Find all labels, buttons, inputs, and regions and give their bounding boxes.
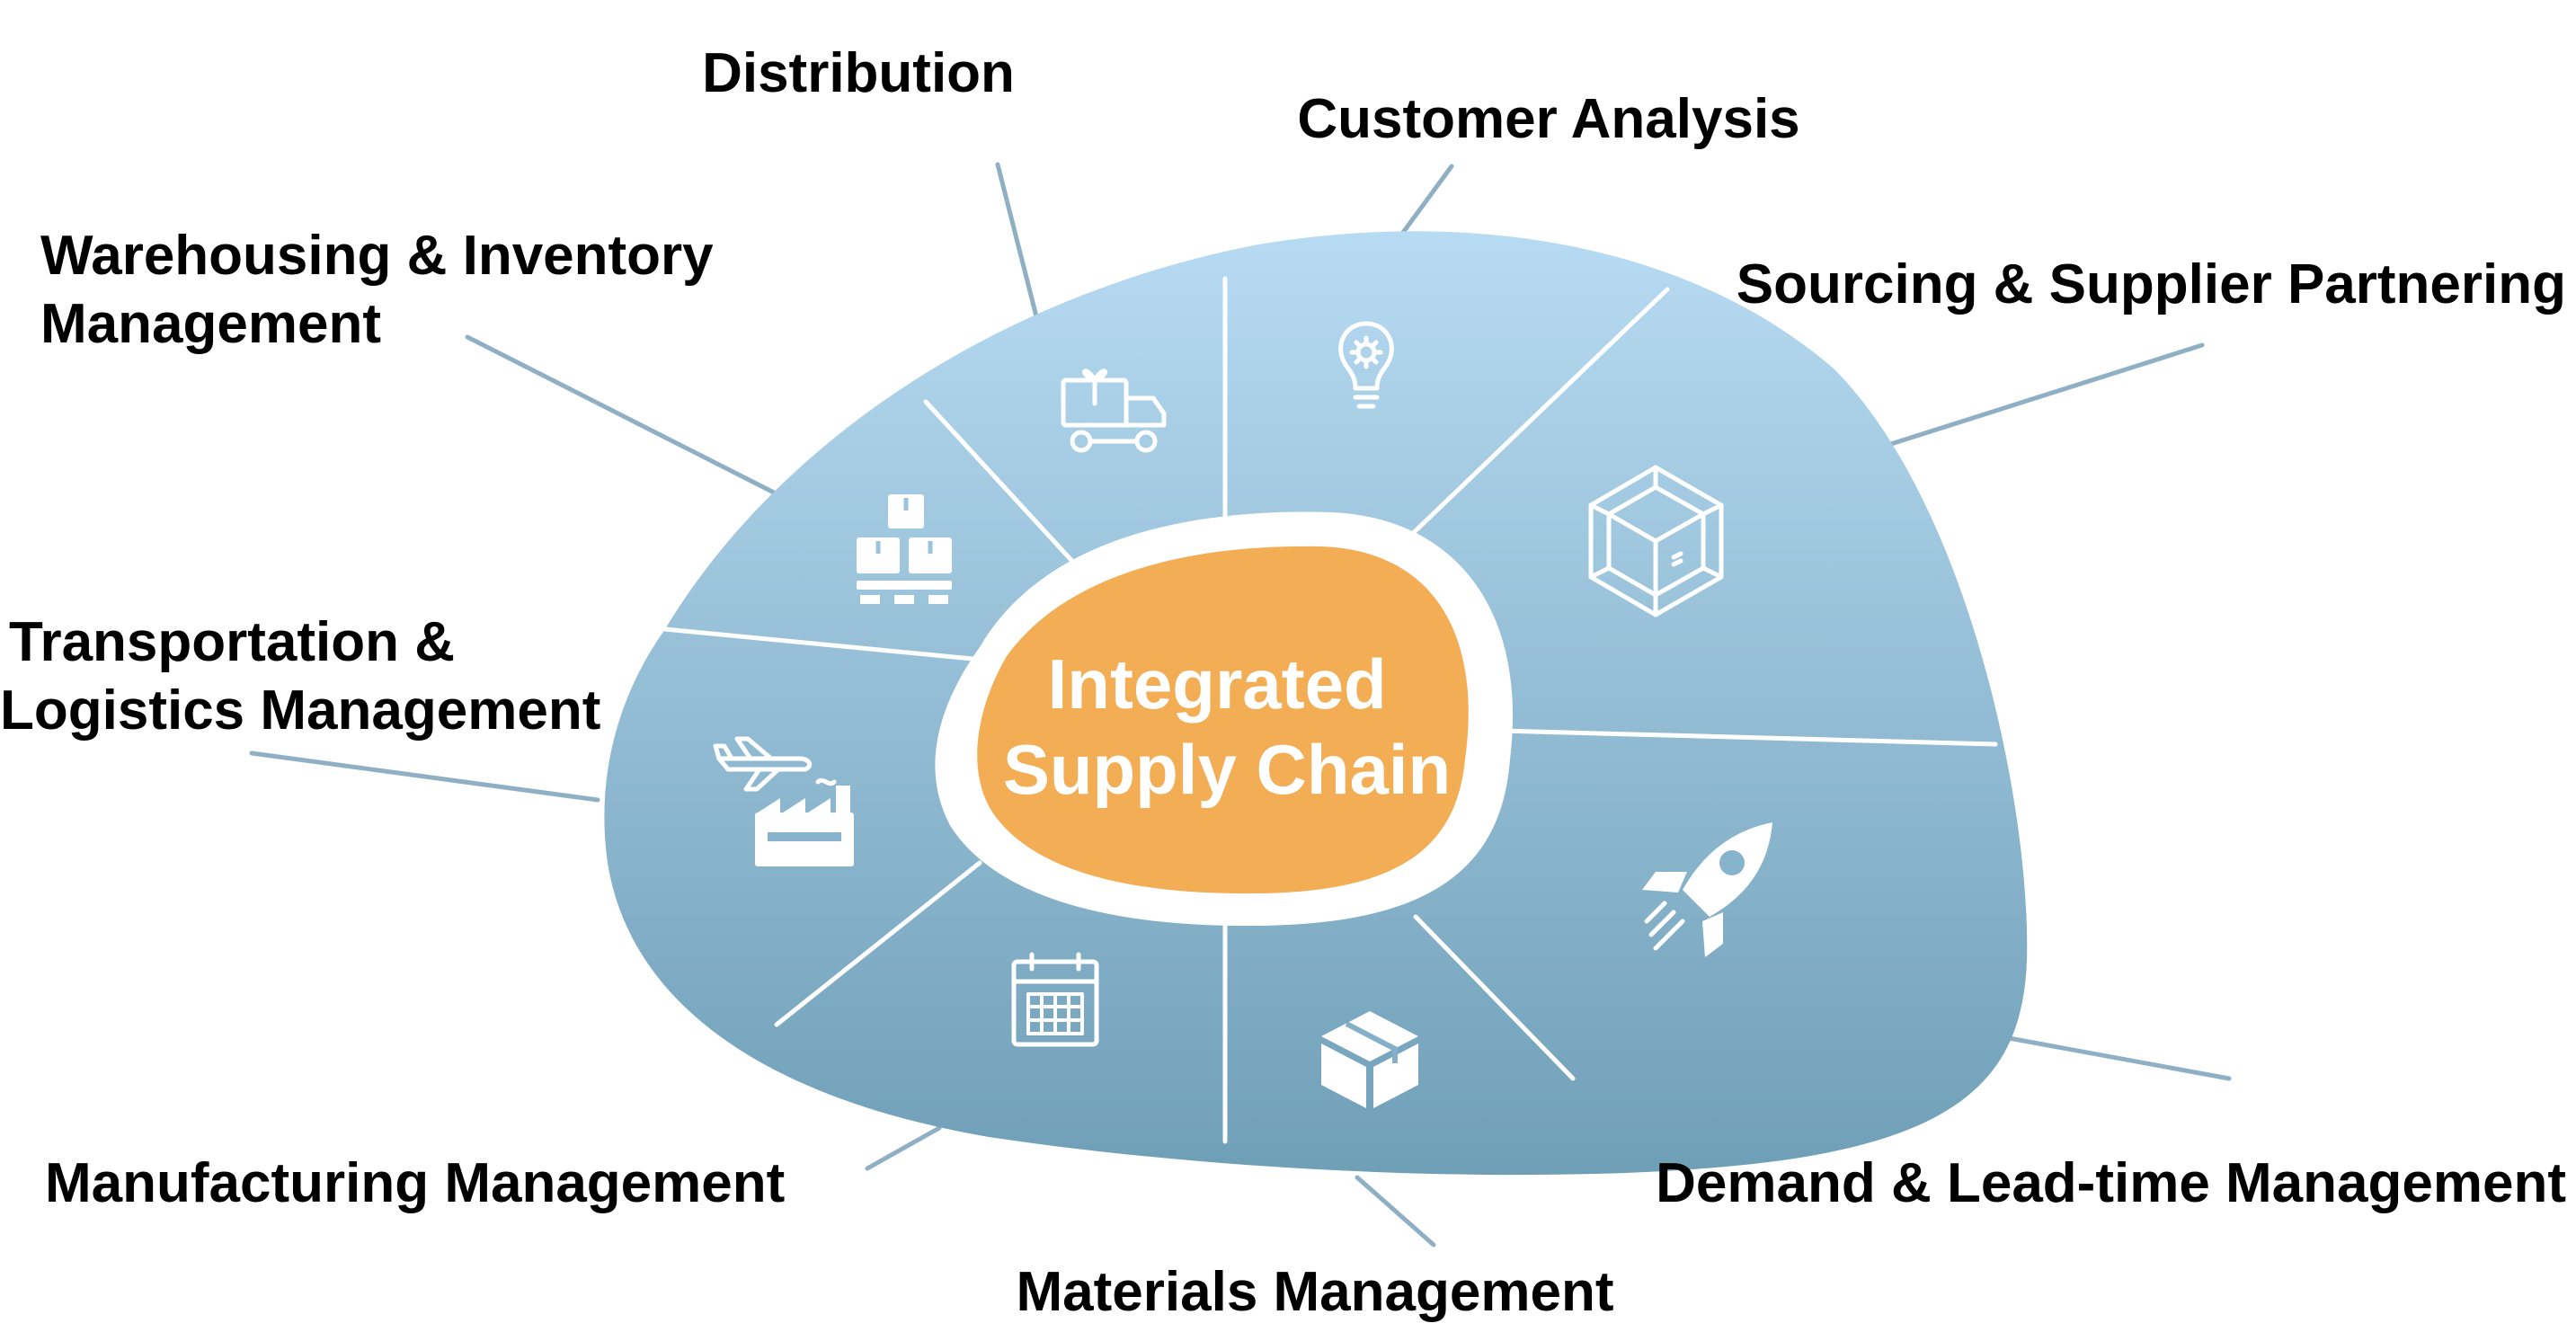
center-core (977, 546, 1469, 894)
label-distribution: Distribution (702, 42, 1015, 104)
center-title-line2: Supply Chain (1003, 730, 1451, 809)
label-transportation: Transportation & Logistics Management (0, 611, 600, 742)
connector-transportation (249, 750, 600, 803)
center-title-line1: Integrated (1048, 644, 1387, 724)
connector-demand (2006, 1035, 2232, 1081)
lightbulb-gear-icon (1338, 321, 1394, 409)
connector-distribution (995, 162, 1041, 326)
package-icon (1321, 1011, 1418, 1108)
connector-materials (1355, 1175, 1436, 1248)
label-warehousing: Warehousing & Inventory Management (40, 225, 729, 355)
connector-manufacturing (865, 1125, 942, 1171)
segment-dividers (662, 276, 1998, 1144)
delivery-truck-icon (1061, 369, 1167, 453)
center-title: Integrated Supply Chain (1003, 644, 1451, 809)
airplane-factory-icon (713, 736, 854, 866)
connector-warehousing (465, 334, 780, 497)
label-manufacturing: Manufacturing Management (45, 1152, 785, 1214)
connector-sourcing (1871, 342, 2205, 452)
label-sourcing: Sourcing & Supplier Partnering (1737, 253, 2566, 315)
calendar-icon (1011, 952, 1099, 1047)
rocket-icon (1642, 822, 1772, 957)
label-materials: Materials Management (1017, 1261, 1614, 1323)
wireframe-box-icon (1588, 465, 1724, 617)
connector-customer-analysis (1399, 164, 1454, 236)
label-demand: Demand & Lead-time Management (1656, 1152, 2566, 1214)
connector-lines (249, 162, 2232, 1248)
stacked-boxes-icon (857, 494, 952, 604)
label-customer-analysis: Customer Analysis (1297, 88, 1799, 150)
